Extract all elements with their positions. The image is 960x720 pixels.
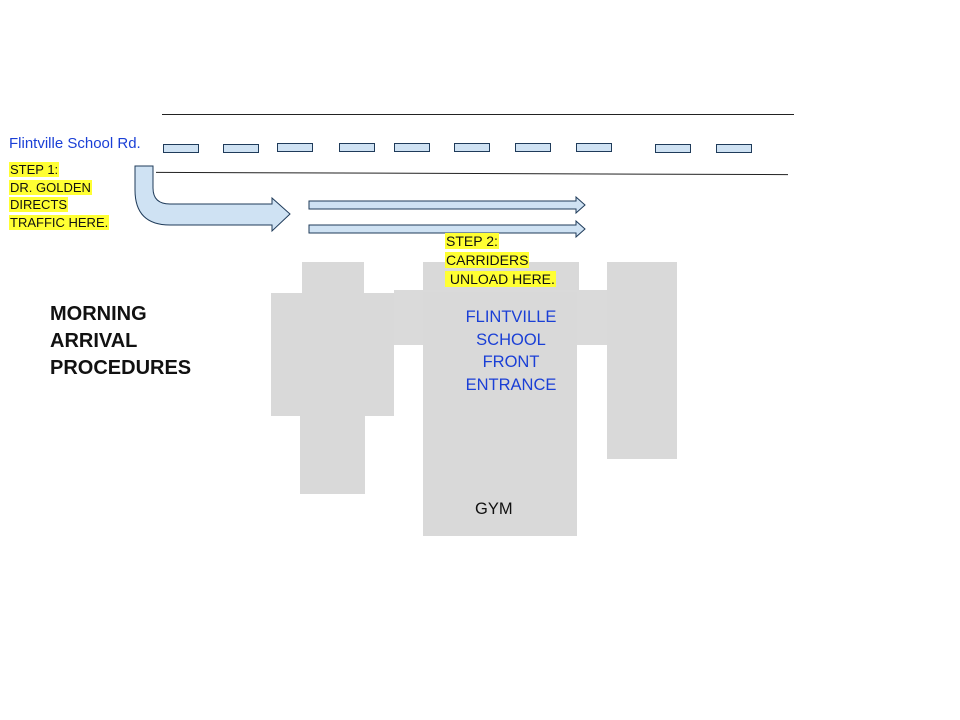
left-wing-bottom bbox=[300, 416, 365, 494]
step2-line: CARRIDERS bbox=[445, 252, 530, 268]
road-top-edge bbox=[162, 114, 794, 115]
title-line: ARRIVAL bbox=[50, 330, 138, 352]
gym-label: GYM bbox=[475, 500, 513, 518]
entrance-line: FRONT bbox=[482, 353, 540, 371]
step2-line: STEP 2: bbox=[445, 233, 499, 249]
step1-line: STEP 1: bbox=[9, 162, 60, 177]
left-wing-top bbox=[302, 262, 364, 293]
entrance-line: FLINTVILLE bbox=[465, 308, 557, 326]
lane-dash bbox=[223, 144, 259, 153]
road-name-label: Flintville School Rd. bbox=[9, 135, 141, 152]
lane-arrow-1 bbox=[308, 195, 586, 215]
page-title: MORNING ARRIVAL PROCEDURES bbox=[50, 301, 191, 382]
turn-arrow bbox=[134, 165, 291, 233]
title-line: MORNING bbox=[50, 303, 147, 325]
entrance-line: SCHOOL bbox=[476, 330, 546, 349]
lane-dash bbox=[163, 144, 199, 153]
lane-dash bbox=[655, 144, 691, 153]
step1-line: TRAFFIC HERE. bbox=[9, 214, 110, 230]
front-entrance-label: FLINTVILLE SCHOOL FRONT ENTRANCE bbox=[424, 306, 598, 396]
title-line: PROCEDURES bbox=[50, 357, 192, 379]
entrance-line: ENTRANCE bbox=[465, 375, 557, 394]
lane-arrow-2 bbox=[308, 219, 586, 239]
left-wing-middle bbox=[271, 293, 394, 416]
lane-dash bbox=[576, 143, 612, 152]
lane-dash bbox=[394, 143, 430, 152]
step1-label: STEP 1: DR. GOLDEN DIRECTS TRAFFIC HERE. bbox=[9, 161, 110, 231]
right-wing bbox=[607, 262, 677, 459]
step2-line: UNLOAD HERE. bbox=[445, 271, 556, 287]
step2-label: STEP 2: CARRIDERS UNLOAD HERE. bbox=[445, 232, 556, 289]
main-building bbox=[423, 292, 577, 536]
lane-dash bbox=[454, 143, 490, 152]
step1-line: DR. GOLDEN bbox=[9, 179, 92, 195]
lane-dash bbox=[339, 143, 375, 152]
lane-dash bbox=[277, 143, 313, 152]
step1-line: DIRECTS bbox=[9, 197, 69, 212]
lane-dash bbox=[515, 143, 551, 152]
lane-dash bbox=[716, 144, 752, 153]
